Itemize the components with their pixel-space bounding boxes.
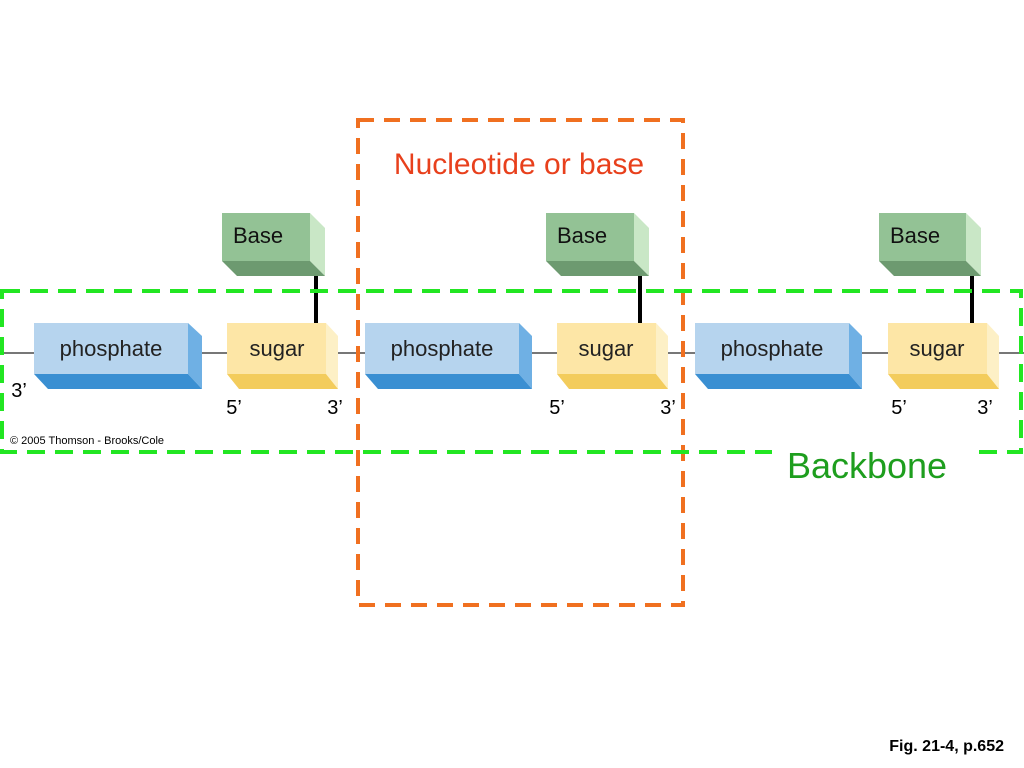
base-block-1-bottom <box>222 261 325 276</box>
three-prime-label-1: 3’ <box>327 397 343 419</box>
base-block-2: Base <box>546 213 649 276</box>
base-label-1: Base <box>233 223 283 248</box>
figure-reference: Fig. 21-4, p.652 <box>889 738 1004 755</box>
base-block-1: Base <box>222 213 325 276</box>
phosphate-block-1-bottom <box>34 374 202 389</box>
phosphate-block-2-front <box>365 323 519 374</box>
base-label-2: Base <box>557 223 607 248</box>
phosphate-block-2-bottom <box>365 374 532 389</box>
copyright-text: © 2005 Thomson - Brooks/Cole <box>10 435 164 447</box>
sugar-block-1: sugar <box>227 323 338 389</box>
backbone-label: Backbone <box>787 445 947 486</box>
phosphate-block-3-front <box>695 323 849 374</box>
base-label-3: Base <box>890 223 940 248</box>
nucleotide-dashed-box <box>356 118 685 607</box>
five-prime-label-3: 5’ <box>891 397 907 419</box>
phosphate-label-3: phosphate <box>721 336 824 361</box>
phosphate-block-1: phosphate <box>34 323 202 389</box>
phosphate-block-2-side <box>519 323 532 389</box>
sugar-block-2-bottom <box>557 374 668 389</box>
base-block-3: Base <box>879 213 981 276</box>
sugar-block-1-bottom <box>227 374 338 389</box>
base-block-2-side <box>634 213 649 276</box>
sugar-block-3-front <box>888 323 987 374</box>
five-prime-label-1: 5’ <box>226 397 242 419</box>
phosphate-block-3-bottom <box>695 374 862 389</box>
base-block-2-front <box>546 213 634 261</box>
base-block-3-front <box>879 213 966 261</box>
base-block-1-front <box>222 213 310 261</box>
backbone-label-background <box>772 446 972 486</box>
phosphate-label-1: phosphate <box>60 336 163 361</box>
phosphate-block-3: phosphate <box>695 323 862 389</box>
backbone-dashed-box <box>0 289 1023 454</box>
phosphate-block-1-front <box>34 323 188 374</box>
nucleotide-label: Nucleotide or base <box>394 148 644 181</box>
base-block-3-bottom <box>879 261 981 276</box>
phosphate-label-2: phosphate <box>391 336 494 361</box>
sugar-block-2-side <box>656 323 668 389</box>
nucleotide-unit-2: Base phosphate sugar 5’ 3’ <box>365 213 676 419</box>
sugar-label-2: sugar <box>578 336 633 361</box>
sugar-label-1: sugar <box>249 336 304 361</box>
sugar-block-1-front <box>227 323 326 374</box>
base-block-3-side <box>966 213 981 276</box>
sugar-label-3: sugar <box>909 336 964 361</box>
nucleotide-unit-3: Base phosphate sugar 5’ 3’ <box>695 213 999 419</box>
nucleotide-unit-1: Base phosphate sugar 5’ 3’ <box>34 213 343 419</box>
three-prime-label-2: 3’ <box>660 397 676 419</box>
sugar-block-2-front <box>557 323 656 374</box>
sugar-block-1-side <box>326 323 338 389</box>
sugar-block-3-bottom <box>888 374 999 389</box>
sugar-block-3-side <box>987 323 999 389</box>
phosphate-block-2: phosphate <box>365 323 532 389</box>
base-block-2-bottom <box>546 261 649 276</box>
three-prime-label-3: 3’ <box>977 397 993 419</box>
phosphate-block-1-side <box>188 323 202 389</box>
phosphate-block-3-side <box>849 323 862 389</box>
chain-start-three-prime-label: 3’ <box>11 380 27 402</box>
sugar-block-3: sugar <box>888 323 999 389</box>
five-prime-label-2: 5’ <box>549 397 565 419</box>
sugar-block-2: sugar <box>557 323 668 389</box>
base-block-1-side <box>310 213 325 276</box>
